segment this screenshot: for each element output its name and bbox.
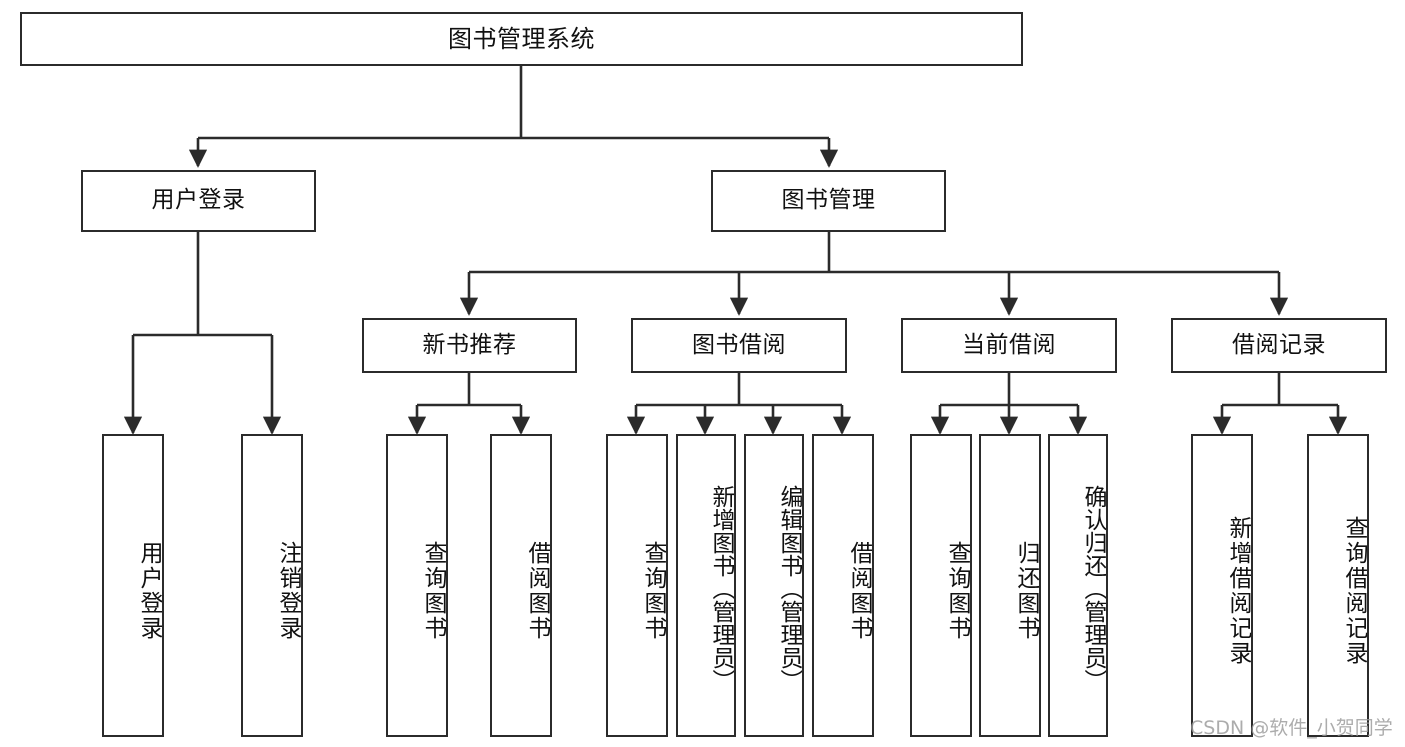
node-new-book-recommend[interactable]: 新书推荐 [362,318,577,373]
leaf-borrow-book-borrow[interactable]: 借阅图书 [812,434,874,737]
node-borrow-record[interactable]: 借阅记录 [1171,318,1387,373]
leaf-return-book[interactable]: 归还图书 [979,434,1041,737]
leaf-user-logout[interactable]: 注销登录 [241,434,303,737]
node-root-system[interactable]: 图书管理系统 [20,12,1023,66]
node-current-borrow[interactable]: 当前借阅 [901,318,1117,373]
node-book-borrow[interactable]: 图书借阅 [631,318,847,373]
leaf-add-book-admin[interactable]: 新增图书（管理员） [676,434,736,737]
leaf-borrow-book-newbook[interactable]: 借阅图书 [490,434,552,737]
leaf-query-book-newbook[interactable]: 查询图书 [386,434,448,737]
leaf-add-borrow-record[interactable]: 新增借阅记录 [1191,434,1253,737]
leaf-edit-book-admin[interactable]: 编辑图书（管理员） [744,434,804,737]
leaf-confirm-return-admin[interactable]: 确认归还（管理员） [1048,434,1108,737]
leaf-query-book-borrow[interactable]: 查询图书 [606,434,668,737]
leaf-user-login[interactable]: 用户登录 [102,434,164,737]
node-user-login[interactable]: 用户登录 [81,170,316,232]
csdn-watermark: CSDN @软件_小贺同学 [1190,717,1393,739]
node-book-manage[interactable]: 图书管理 [711,170,946,232]
leaf-query-book-current[interactable]: 查询图书 [910,434,972,737]
leaf-query-borrow-record[interactable]: 查询借阅记录 [1307,434,1369,737]
